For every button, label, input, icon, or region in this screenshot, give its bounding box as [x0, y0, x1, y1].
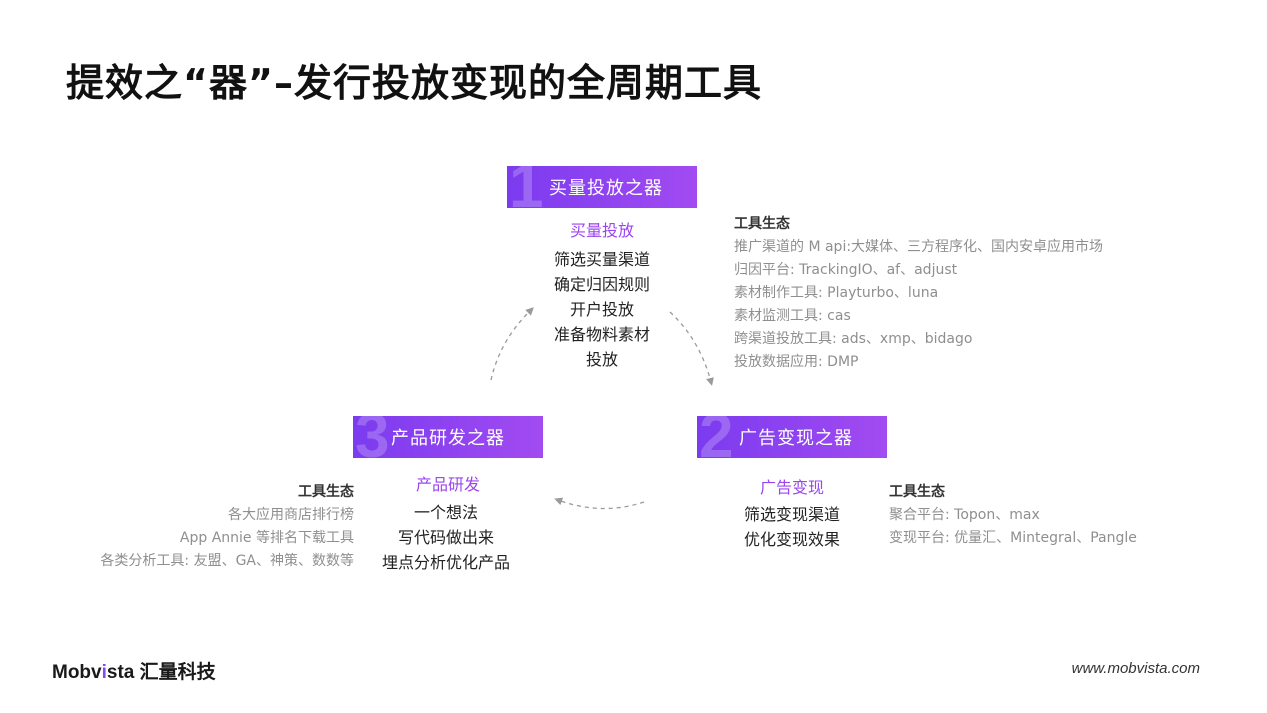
steps-product-dev: 一个想法 写代码做出来 埋点分析优化产品 — [346, 500, 546, 575]
step-item: 确定归因规则 — [553, 275, 650, 294]
arrow-monetize-to-develop — [554, 497, 645, 510]
eco-item: 各大应用商店排行榜 — [228, 507, 354, 523]
eco-item: 投放数据应用: DMP — [734, 354, 859, 370]
step-item: 投放 — [585, 350, 618, 369]
box-ad-buying: 1 买量投放之器 — [507, 166, 697, 208]
step-item: 开户投放 — [569, 300, 634, 319]
eco-heading: 工具生态 — [889, 484, 945, 500]
node-number: 1 — [509, 166, 544, 208]
step-item: 一个想法 — [413, 503, 478, 522]
box-monetization: 2 广告变现之器 — [697, 416, 887, 458]
step-item: 优化变现效果 — [743, 530, 840, 549]
subtitle-monetization: 广告变现 — [759, 478, 824, 497]
node-number: 2 — [699, 416, 734, 458]
step-item: 筛选变现渠道 — [743, 505, 840, 524]
box-label: 买量投放之器 — [549, 178, 663, 199]
eco-item: 素材监测工具: cas — [734, 308, 851, 324]
eco-item: 跨渠道投放工具: ads、xmp、bidago — [734, 331, 973, 347]
tool-ecosystem-ad-buying: 工具生态 推广渠道的 M api:大媒体、三方程序化、国内安卓应用市场 归因平台… — [734, 213, 1103, 374]
subtitle-ad-buying: 买量投放 — [569, 221, 634, 240]
box-label: 广告变现之器 — [739, 428, 853, 449]
eco-heading: 工具生态 — [298, 484, 354, 500]
node-number: 3 — [355, 416, 390, 458]
arrow-develop-to-buy — [490, 307, 534, 381]
arrow-buy-to-monetize — [669, 311, 714, 386]
tool-ecosystem-product-dev: 工具生态 各大应用商店排行榜 App Annie 等排名下载工具 各类分析工具:… — [100, 481, 354, 573]
eco-item: 推广渠道的 M api:大媒体、三方程序化、国内安卓应用市场 — [734, 239, 1104, 255]
steps-ad-buying: 筛选买量渠道 确定归因规则 开户投放 准备物料素材 投放 — [502, 247, 702, 372]
eco-item: App Annie 等排名下载工具 — [179, 530, 354, 546]
eco-item: 素材制作工具: Playturbo、luna — [734, 285, 939, 301]
step-item: 埋点分析优化产品 — [381, 553, 510, 572]
step-item: 筛选买量渠道 — [553, 250, 650, 269]
eco-item: 各类分析工具: 友盟、GA、神策、数数等 — [100, 553, 354, 569]
eco-heading: 工具生态 — [734, 216, 790, 232]
tool-ecosystem-monetization: 工具生态 聚合平台: Topon、max 变现平台: 优量汇、Mintegral… — [889, 481, 1137, 550]
steps-monetization: 筛选变现渠道 优化变现效果 — [692, 502, 892, 552]
step-item: 写代码做出来 — [397, 528, 494, 547]
brand-logo: Mobvista 汇量科技 — [52, 662, 216, 683]
box-label: 产品研发之器 — [391, 428, 505, 449]
page-title: 提效之“器”–发行投放变现的全周期工具 — [66, 61, 762, 105]
eco-item: 归因平台: TrackingIO、af、adjust — [734, 262, 958, 278]
subtitle-product-dev: 产品研发 — [415, 475, 480, 494]
eco-item: 变现平台: 优量汇、Mintegral、Pangle — [889, 530, 1137, 546]
step-item: 准备物料素材 — [553, 325, 650, 344]
eco-item: 聚合平台: Topon、max — [889, 507, 1040, 523]
website-url: www.mobvista.com — [1071, 660, 1200, 677]
box-product-dev: 3 产品研发之器 — [353, 416, 543, 458]
